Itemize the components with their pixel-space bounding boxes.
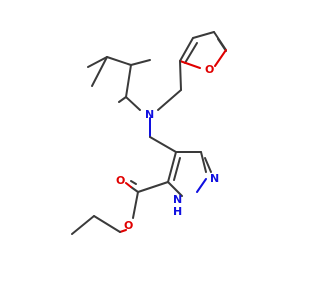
bond <box>137 181 169 193</box>
bond <box>130 59 151 66</box>
pyrazole-ring <box>167 151 212 197</box>
bond <box>214 49 227 67</box>
bond <box>71 215 95 235</box>
bond <box>93 215 121 233</box>
ester-oxygen-label: O <box>124 219 133 232</box>
amine-nitrogen-label: N <box>145 108 154 121</box>
bond <box>125 182 132 188</box>
bond <box>157 89 182 111</box>
bond <box>167 181 183 197</box>
bond <box>167 151 177 183</box>
carbonyl-oxygen-label: O <box>116 174 125 187</box>
pyrazole-n1-label: N <box>173 193 182 206</box>
bond <box>87 56 108 68</box>
bond-double <box>204 157 212 173</box>
bond <box>149 136 177 153</box>
bond <box>192 31 215 39</box>
pyrazole-n2-label: N <box>210 172 219 185</box>
bond <box>106 56 132 66</box>
furan-oxygen-label: O <box>205 63 214 76</box>
bond-double <box>184 42 198 64</box>
bond-double <box>130 180 137 185</box>
bond <box>196 178 207 193</box>
bond <box>118 96 127 103</box>
bond <box>132 191 139 219</box>
bond-double <box>173 157 181 181</box>
bond-double <box>217 38 227 52</box>
bond <box>91 56 108 87</box>
bond <box>125 64 132 98</box>
bond <box>179 60 201 69</box>
bond <box>200 151 207 173</box>
molecule-structure: O N N N H O O <box>71 31 227 235</box>
bond <box>179 60 182 91</box>
bond <box>125 96 141 111</box>
molecule-canvas: O N N N H O O <box>71 31 227 235</box>
bond <box>119 229 127 233</box>
pyrazole-nh-hydrogen-label: H <box>173 205 182 218</box>
bond <box>179 37 194 62</box>
furan-ring <box>179 31 227 69</box>
bond <box>130 186 139 193</box>
